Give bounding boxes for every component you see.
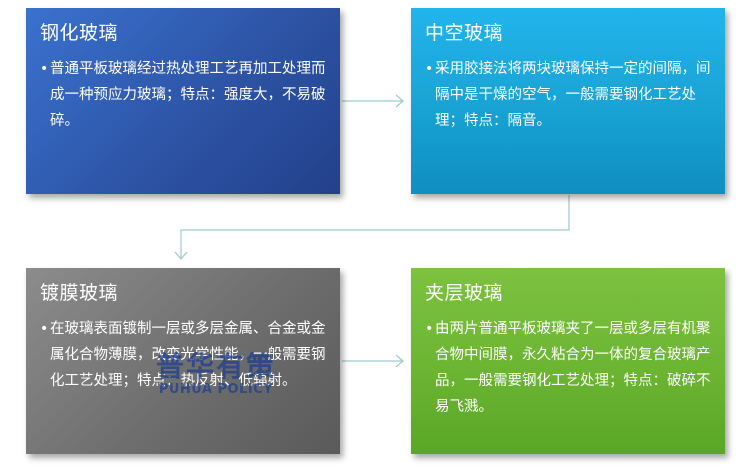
card-description: • 由两片普通平板玻璃夹了一层或多层有机聚合物中间膜，永久粘合为一体的复合玻璃产… (425, 316, 711, 420)
card-title: 中空玻璃 (425, 22, 504, 44)
card-text: 由两片普通平板玻璃夹了一层或多层有机聚合物中间膜，永久粘合为一体的复合玻璃产品，… (435, 321, 711, 415)
card-text: 在玻璃表面镀制一层或多层金属、合金或金属化合物薄膜，改变光学性能，一般需要钢化工… (50, 321, 326, 389)
card-title: 钢化玻璃 (40, 22, 119, 44)
card-description: • 在玻璃表面镀制一层或多层金属、合金或金属化合物薄膜，改变光学性能，一般需要钢… (40, 316, 326, 394)
card-text: 采用胶接法将两块玻璃保持一定的间隔，间隔中是干燥的空气，一般需要钢化工艺处理；特… (435, 61, 711, 129)
card-title: 夹层玻璃 (425, 282, 504, 304)
arrow-tempered-to-hollow (342, 94, 404, 108)
card-title: 镀膜玻璃 (40, 282, 119, 304)
card-coated-glass: 镀膜玻璃 • 在玻璃表面镀制一层或多层金属、合金或金属化合物薄膜，改变光学性能，… (26, 268, 340, 454)
arrow-coated-to-laminated (342, 354, 404, 368)
card-description: • 采用胶接法将两块玻璃保持一定的间隔，间隔中是干燥的空气，一般需要钢化工艺处理… (425, 56, 711, 134)
bullet-icon: • (425, 321, 434, 337)
bullet-icon: • (40, 321, 49, 337)
bullet-icon: • (425, 61, 434, 77)
arrow-hollow-to-coated (174, 195, 570, 260)
card-tempered-glass: 钢化玻璃 • 普通平板玻璃经过热处理工艺再加工处理而成一种预应力玻璃；特点：强度… (26, 8, 340, 194)
bullet-icon: • (40, 61, 49, 77)
card-description: • 普通平板玻璃经过热处理工艺再加工处理而成一种预应力玻璃；特点：强度大，不易破… (40, 56, 326, 134)
card-text: 普通平板玻璃经过热处理工艺再加工处理而成一种预应力玻璃；特点：强度大，不易破碎。 (50, 61, 326, 129)
card-insulated-glass: 中空玻璃 • 采用胶接法将两块玻璃保持一定的间隔，间隔中是干燥的空气，一般需要钢… (411, 8, 725, 194)
card-laminated-glass: 夹层玻璃 • 由两片普通平板玻璃夹了一层或多层有机聚合物中间膜，永久粘合为一体的… (411, 268, 725, 454)
